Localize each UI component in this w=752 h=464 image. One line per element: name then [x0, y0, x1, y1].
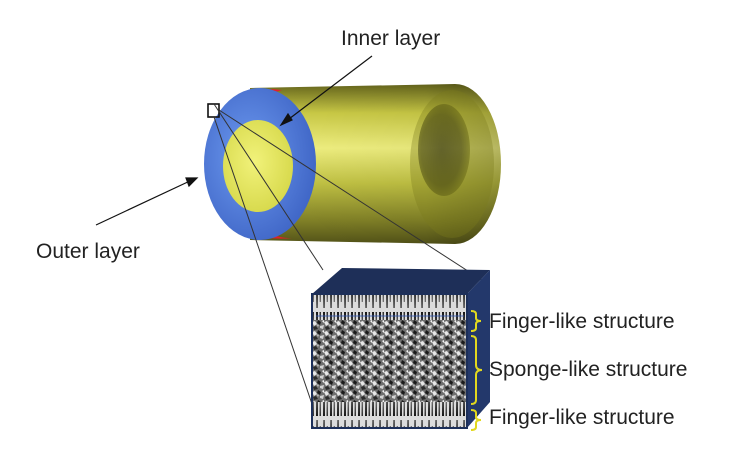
outer-layer-label: Outer layer	[36, 240, 140, 263]
finger-like-structure-top-label: Finger-like structure	[489, 310, 675, 333]
finger-like-structure-bottom-label: Finger-like structure	[489, 406, 675, 429]
annotation-arrows	[95, 55, 373, 226]
fiber-tube	[250, 84, 501, 244]
tube-far-opening	[418, 104, 470, 196]
block-side-face	[467, 270, 490, 428]
sponge-like-structure-label: Sponge-like structure	[489, 358, 688, 381]
lumen	[223, 120, 293, 212]
block-top-face	[312, 268, 490, 294]
structure-brackets	[470, 310, 483, 431]
finger-layer-bottom	[312, 402, 467, 428]
zoom-projection-lines	[213, 103, 489, 405]
membrane-cross-section-block	[311, 268, 490, 429]
inner-layer-label: Inner layer	[341, 27, 441, 50]
